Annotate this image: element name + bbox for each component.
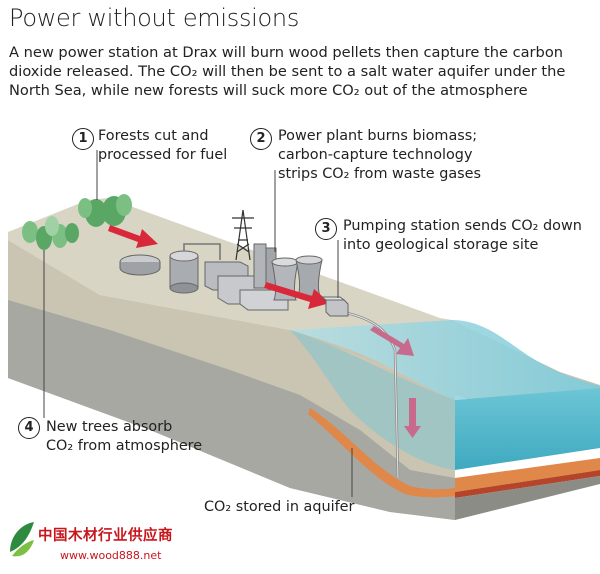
processing-plant	[119, 243, 221, 294]
watermark-chinese: 中国木材行业供应商	[38, 528, 173, 544]
step-label-1: Forests cut and processed for fuel	[98, 128, 228, 163]
co2-flow-arrow	[370, 326, 414, 356]
pumping-station	[320, 296, 349, 317]
fuel-transport-arrow	[108, 225, 158, 248]
step-number-1: 1	[72, 128, 94, 150]
aquifer-base	[455, 470, 600, 498]
step-label-3: Pumping station sends CO₂ down into geol…	[343, 218, 582, 253]
intro-line: A new power station at Drax will burn wo…	[9, 44, 563, 61]
step-number-4: 4	[18, 417, 40, 439]
aquifer-layer	[308, 408, 455, 498]
intro-line: dioxide released. The CO₂ will then be s…	[9, 63, 566, 80]
aquifer-label: CO₂ stored in aquifer	[204, 499, 355, 515]
co2-capture-arrow	[264, 282, 330, 309]
step-number-2: 2	[250, 128, 272, 150]
intro-line: North Sea, while new forests will suck m…	[9, 82, 528, 99]
watermark-url: www.wood888.net	[60, 549, 162, 562]
bedrock-front	[455, 476, 600, 520]
rock-layer	[8, 300, 455, 520]
sea-surface	[290, 320, 600, 400]
aquifer-front	[455, 458, 600, 492]
electricity-pylon-icon	[232, 209, 254, 261]
forest-back	[78, 194, 132, 227]
step-label-2: Power plant burns biomass; carbon-captur…	[278, 128, 482, 182]
watermark-leaf-icon	[10, 522, 34, 557]
intro-text: A new power station at Drax will burn wo…	[9, 43, 589, 100]
leader-lines	[43, 150, 353, 497]
diagram-title: Power without emissions	[9, 4, 300, 32]
co2-down-arrow	[404, 398, 421, 438]
sea-front-face	[455, 388, 600, 470]
step-number-3: 3	[315, 218, 337, 240]
step-label-4: New trees absorb CO₂ from atmosphere	[46, 419, 203, 454]
forest-front	[22, 216, 79, 250]
